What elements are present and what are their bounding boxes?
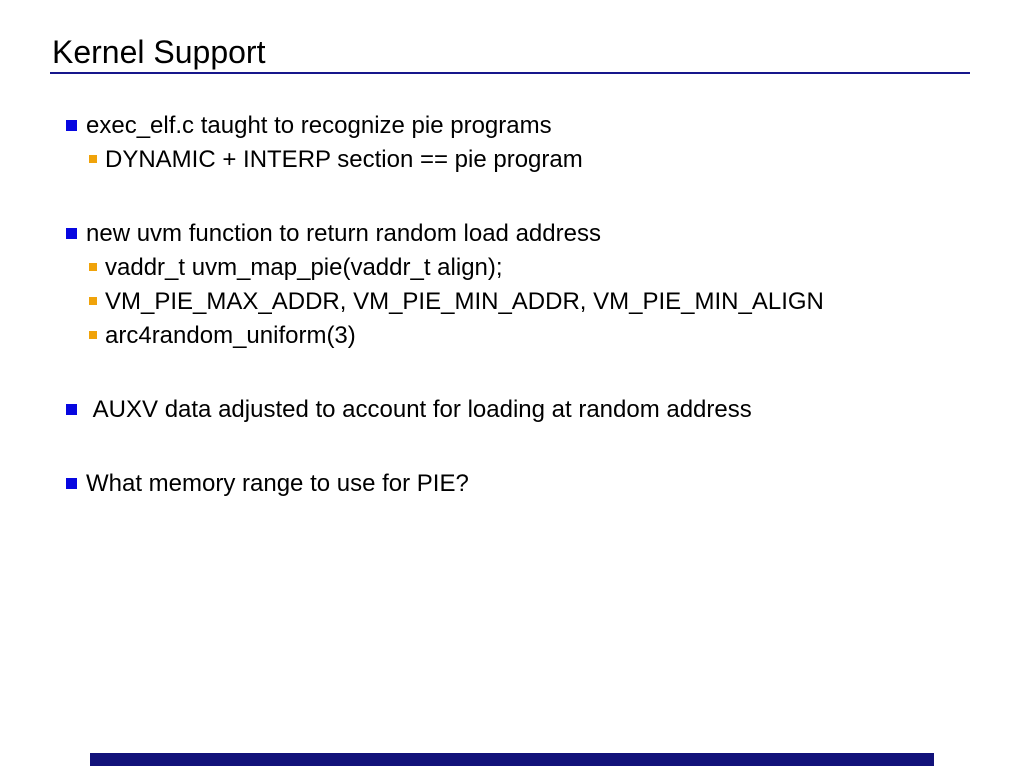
bullet-square-icon <box>66 227 77 239</box>
bullet-square-icon <box>89 331 97 339</box>
bullet-item-2: DYNAMIC + INTERP section == pie program <box>0 143 1024 177</box>
bullet-text: DYNAMIC + INTERP section == pie program <box>105 146 583 173</box>
bullet-item-4: vaddr_t uvm_map_pie(vaddr_t align); <box>0 251 1024 285</box>
bullet-item-8: What memory range to use for PIE? <box>0 467 1024 501</box>
bullet-item-1: exec_elf.c taught to recognize pie progr… <box>0 109 1024 143</box>
bullet-square-icon <box>66 403 77 415</box>
footer-bar <box>90 753 934 766</box>
bullet-text: exec_elf.c taught to recognize pie progr… <box>86 112 552 139</box>
bullet-text: new uvm function to return random load a… <box>86 220 601 247</box>
bullet-item-5: VM_PIE_MAX_ADDR, VM_PIE_MIN_ADDR, VM_PIE… <box>0 285 1024 319</box>
bullet-text: What memory range to use for PIE? <box>86 470 469 497</box>
bullet-item-3: new uvm function to return random load a… <box>0 217 1024 251</box>
bullet-square-icon <box>66 119 77 131</box>
page-title: Kernel Support <box>52 34 266 70</box>
bullet-square-icon <box>89 155 97 163</box>
bullet-list: exec_elf.c taught to recognize pie progr… <box>0 109 1024 501</box>
bullet-square-icon <box>66 477 77 489</box>
bullet-square-icon <box>89 297 97 305</box>
bullet-item-6: arc4random_uniform(3) <box>0 319 1024 353</box>
bullet-text: arc4random_uniform(3) <box>105 322 356 349</box>
bullet-text: AUXV data adjusted to account for loadin… <box>86 396 752 423</box>
title-underline <box>50 72 970 74</box>
bullet-text: vaddr_t uvm_map_pie(vaddr_t align); <box>105 254 503 281</box>
bullet-item-7: AUXV data adjusted to account for loadin… <box>0 393 1024 427</box>
bullet-text: VM_PIE_MAX_ADDR, VM_PIE_MIN_ADDR, VM_PIE… <box>105 288 824 315</box>
bullet-square-icon <box>89 263 97 271</box>
